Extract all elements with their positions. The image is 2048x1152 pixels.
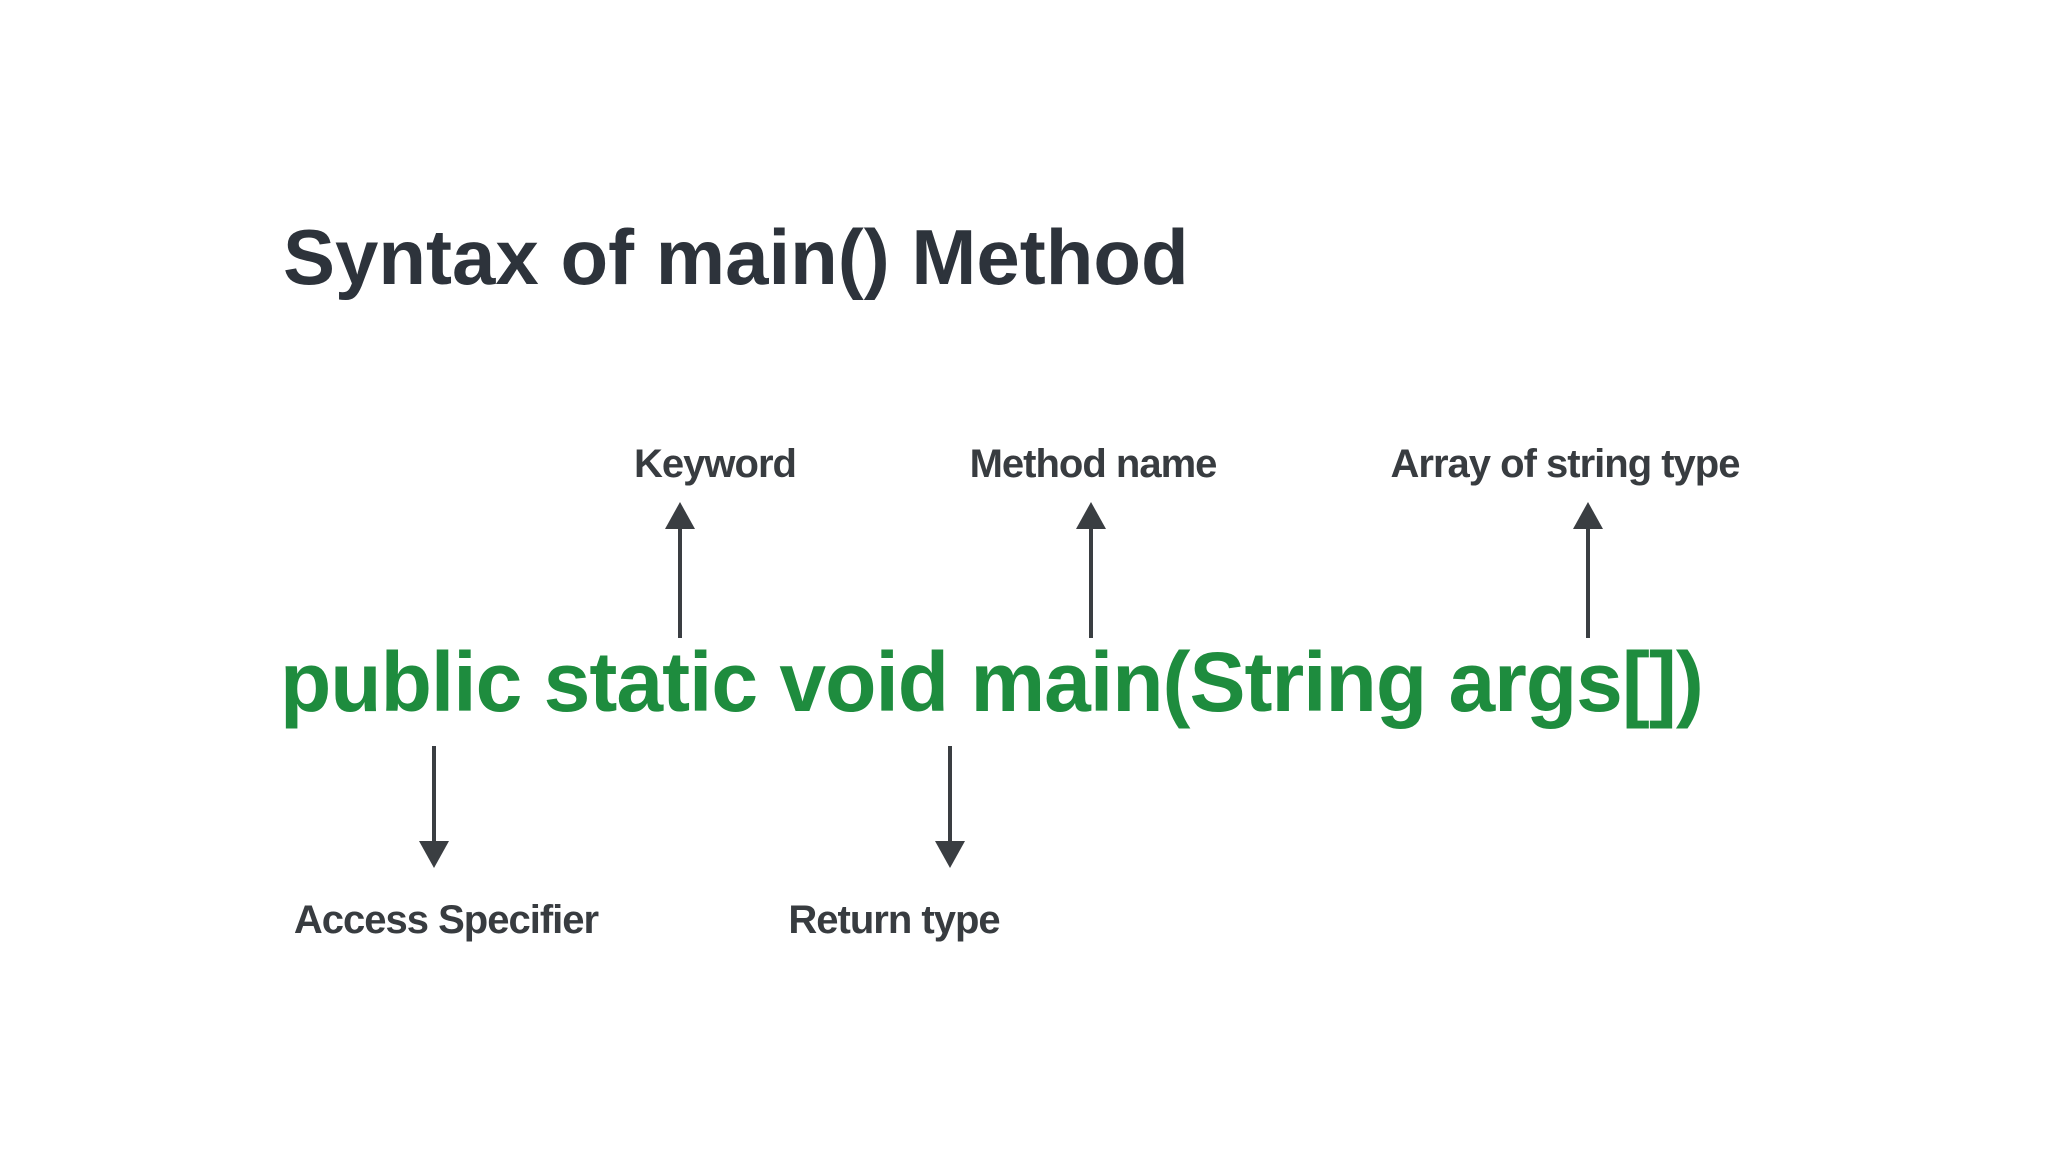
down-arrow-icon-public-to-access-specifier [419,746,449,868]
arrowhead-icon [1573,502,1603,529]
arrow-line [1586,526,1590,638]
up-arrow-icon-keyword-to-static [665,502,695,638]
label-return-type: Return type [788,898,1000,942]
up-arrow-icon-method-name-to-main [1076,502,1106,638]
label-method-name: Method name [969,442,1218,486]
page-title: Syntax of main() Method [283,213,1189,301]
arrowhead-icon [419,841,449,868]
label-keyword: Keyword [634,442,797,486]
label-access-specifier: Access Specifier [293,898,599,942]
arrowhead-icon [935,841,965,868]
down-arrow-icon-void-to-return-type [935,746,965,868]
arrow-line [948,746,952,842]
arrow-line [1089,526,1093,638]
arrowhead-icon [665,502,695,529]
up-arrow-icon-array-type-to-args [1573,502,1603,638]
code-main-method-signature: public static void main(String args[]) [280,635,1704,729]
label-array-of-string-type: Array of string type [1390,442,1741,486]
arrow-line [678,526,682,638]
arrow-line [432,746,436,842]
arrowhead-icon [1076,502,1106,529]
